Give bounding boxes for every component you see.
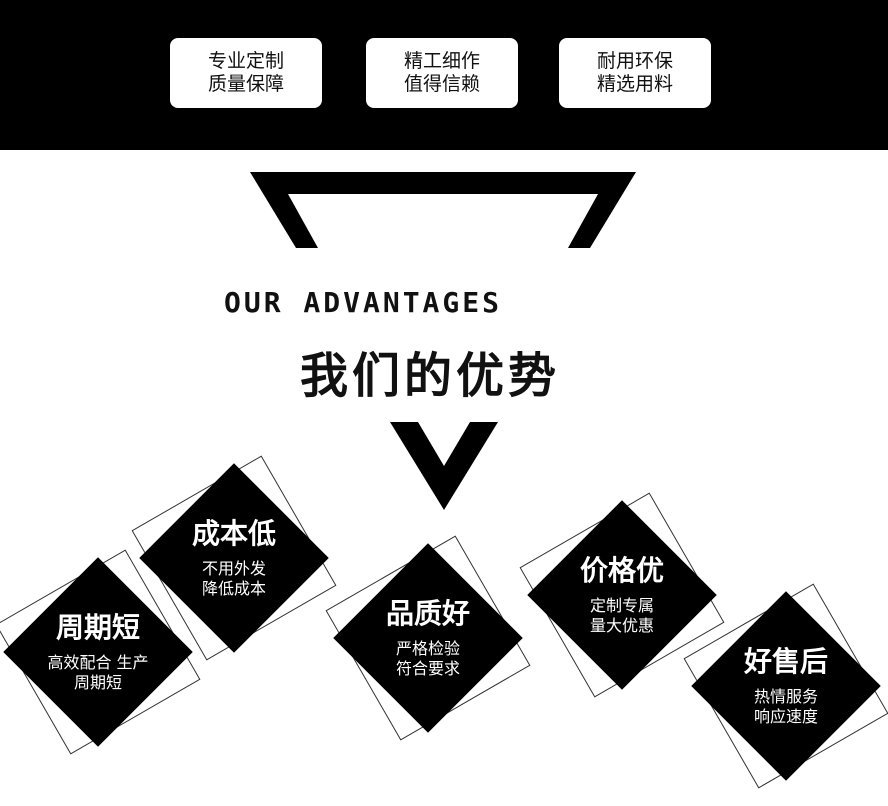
advantage-desc-line: 高效配合 生产	[47, 653, 149, 672]
advantage-short-cycle: 周期短 高效配合 生产 周期短	[0, 532, 218, 772]
funnel-chevron-cut	[418, 422, 470, 466]
advantage-title: 成本低	[191, 517, 276, 550]
advantage-desc-line: 热情服务	[753, 687, 818, 706]
advantage-desc-line: 降低成本	[201, 579, 266, 598]
advantage-desc-line: 量大优惠	[589, 616, 654, 635]
advantage-desc-line: 定制专属	[589, 596, 654, 615]
advantage-title: 价格优	[579, 554, 664, 587]
feature-pill-eco: 耐用环保 精选用料	[559, 38, 711, 108]
advantage-desc-line: 严格检验	[395, 639, 460, 658]
advantage-title: 周期短	[55, 611, 140, 644]
advantage-low-cost: 成本低 不用外发 降低成本	[114, 438, 354, 678]
advantage-desc-line: 响应速度	[753, 707, 818, 726]
funnel-top-frame	[250, 172, 636, 248]
advantage-desc-line: 符合要求	[395, 659, 460, 678]
section-subtitle: OUR ADVANTAGES	[223, 286, 502, 319]
feature-pill-line: 精工细作	[403, 50, 480, 72]
advantage-good-quality: 品质好 严格检验 符合要求	[308, 518, 548, 758]
advantage-title: 好售后	[743, 645, 828, 678]
feature-pill-line: 专业定制	[207, 50, 284, 72]
funnel-graphic	[250, 172, 636, 510]
feature-pill-craft: 精工细作 值得信赖	[366, 38, 518, 108]
feature-pill-line: 质量保障	[207, 73, 284, 95]
advantage-desc-line: 周期短	[73, 673, 122, 692]
advantage-desc-line: 不用外发	[201, 559, 266, 578]
section-title: 我们的优势	[300, 348, 561, 404]
advantage-after-sales: 好售后 热情服务 响应速度	[666, 566, 888, 806]
advantage-good-price: 价格优 定制专属 量大优惠	[502, 475, 742, 715]
top-banner: 专业定制 质量保障 精工细作 值得信赖 耐用环保 精选用料	[0, 0, 888, 150]
feature-pill-line: 耐用环保	[596, 50, 673, 72]
feature-pill-line: 值得信赖	[403, 73, 480, 95]
feature-pill-custom: 专业定制 质量保障	[170, 38, 322, 108]
feature-pill-line: 精选用料	[596, 73, 673, 95]
advantage-title: 品质好	[385, 597, 470, 630]
